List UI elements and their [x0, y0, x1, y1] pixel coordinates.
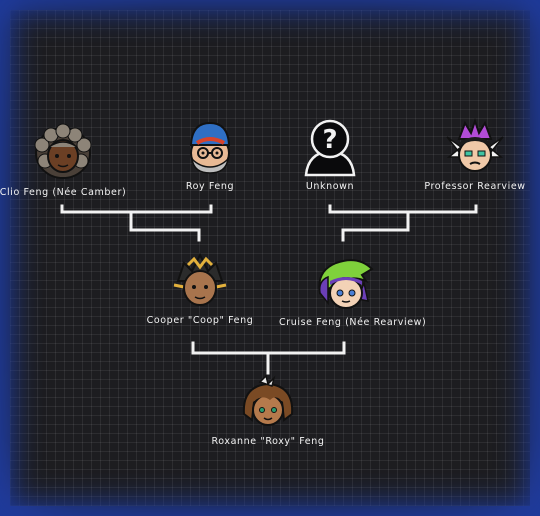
member-roxanne: Roxanne "Roxy" Feng [203, 372, 333, 447]
clio-name-label: Clio Feng (Née Camber) [0, 187, 127, 198]
member-cruise: Cruise Feng (Née Rearview) [279, 253, 427, 328]
connector-clio-roy-drop [129, 210, 201, 242]
roxanne-avatar-icon [242, 374, 294, 426]
question-mark-icon: ? [322, 125, 337, 155]
hair-bow-icon [258, 374, 276, 387]
roy-name-label: Roy Feng [185, 181, 235, 192]
cruise-avatar-icon [318, 259, 374, 309]
connector-unknown-professor-drop [341, 210, 410, 242]
connector-unknown-professor-bracket [328, 204, 478, 214]
connector-clio-roy-bracket [60, 204, 213, 214]
cruise-name-label: Cruise Feng (Née Rearview) [279, 317, 427, 328]
member-roy: Roy Feng [145, 117, 275, 192]
unknown-silhouette-icon: ? [304, 119, 356, 177]
clio-avatar-icon [34, 123, 92, 179]
member-cooper: Cooper "Coop" Feng [135, 251, 265, 326]
cooper-name-label: Cooper "Coop" Feng [146, 315, 254, 326]
roy-avatar-icon [189, 121, 231, 174]
unknown-name-label: Unknown [305, 181, 355, 192]
professor-avatar-icon [446, 117, 504, 172]
professor-name-label: Professor Rearview [424, 181, 526, 192]
member-unknown: ? Unknown [265, 117, 395, 192]
cooper-avatar-icon [173, 252, 227, 306]
member-professor: Professor Rearview [410, 117, 540, 192]
member-clio: Clio Feng (Née Camber) [0, 123, 128, 198]
roxanne-name-label: Roxanne "Roxy" Feng [211, 436, 325, 447]
grid-board [10, 10, 530, 506]
